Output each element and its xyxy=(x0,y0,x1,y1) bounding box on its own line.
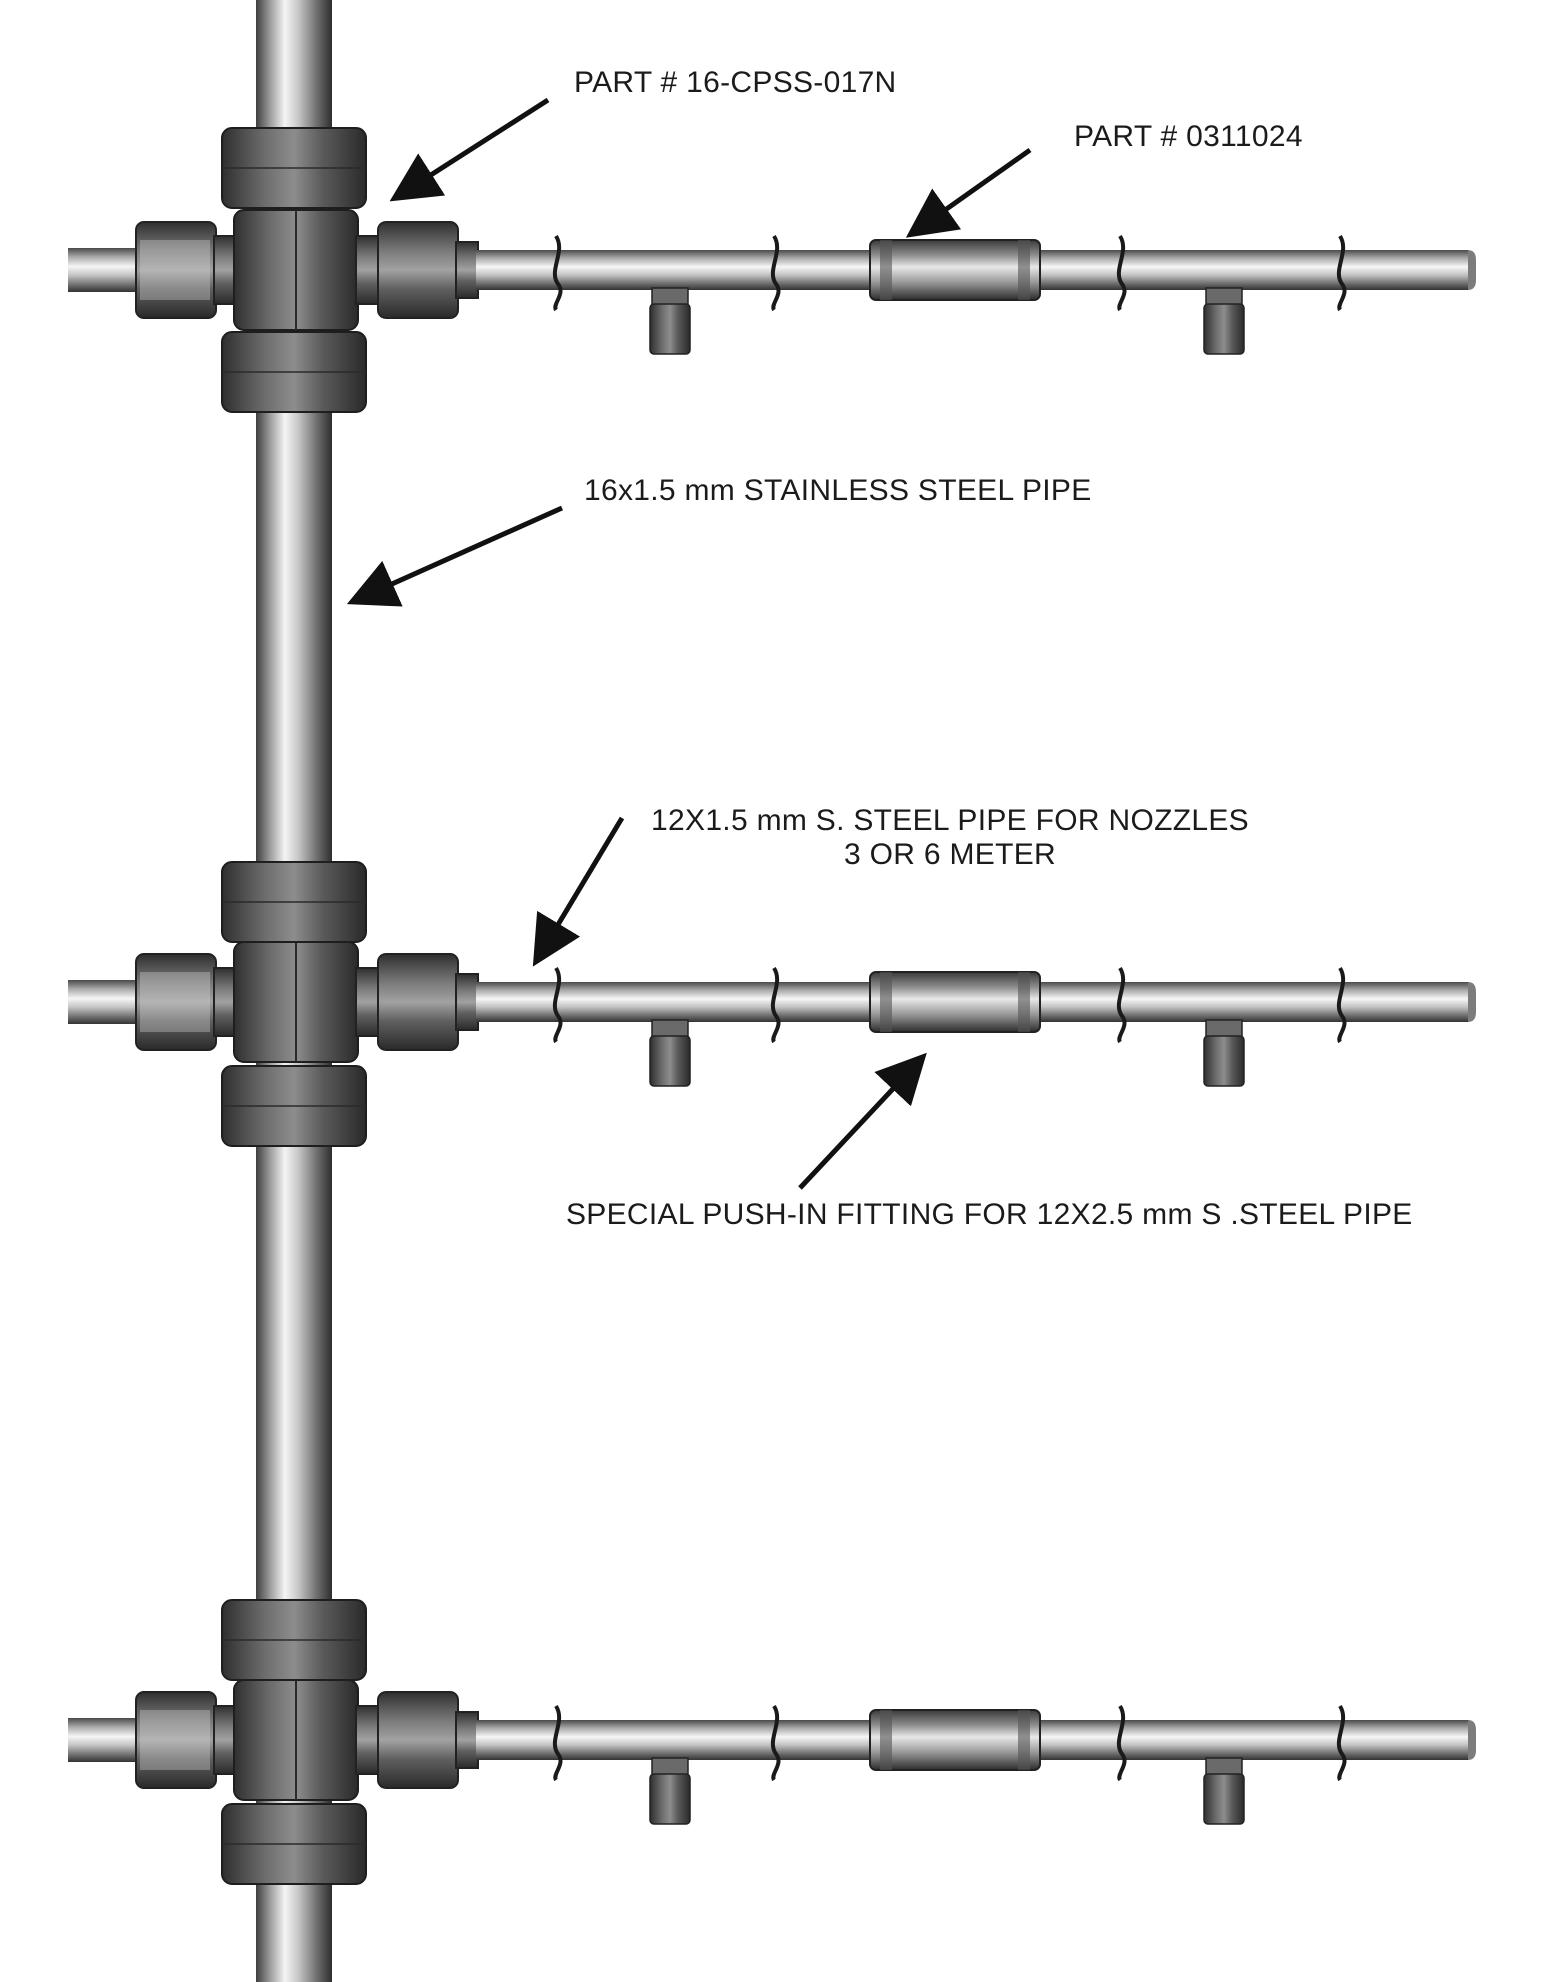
cross-nut-bottom-lower xyxy=(221,1803,367,1885)
label-push-in-fitting: SPECIAL PUSH-IN FITTING FOR 12X2.5 mm S … xyxy=(566,1198,1413,1231)
arrow-main-pipe xyxy=(346,505,564,607)
arrow-push-in-fitting xyxy=(798,1052,927,1190)
label-cross-fitting-part: PART # 16-CPSS-017N xyxy=(574,66,897,99)
cross-nut-middle-lower xyxy=(221,1065,367,1147)
label-nozzle-pipe-line2: 3 OR 6 METER xyxy=(844,838,1056,871)
label-push-in-part: PART # 0311024 xyxy=(1074,120,1303,153)
label-main-pipe: 16x1.5 mm STAINLESS STEEL PIPE xyxy=(584,474,1092,507)
cross-nut-top-upper xyxy=(221,127,367,209)
arrow-push-in-part xyxy=(905,147,1032,238)
cross-nut-middle-upper xyxy=(221,861,367,943)
arrow-cross-fitting xyxy=(389,97,550,202)
cross-nut-top-lower xyxy=(221,331,367,413)
label-nozzle-pipe: 12X1.5 mm S. STEEL PIPE FOR NOZZLES 3 OR… xyxy=(640,804,1260,872)
arrow-nozzle-pipe xyxy=(532,816,625,967)
label-nozzle-pipe-line1: 12X1.5 mm S. STEEL PIPE FOR NOZZLES xyxy=(651,804,1249,837)
cross-nut-bottom-upper xyxy=(221,1599,367,1681)
